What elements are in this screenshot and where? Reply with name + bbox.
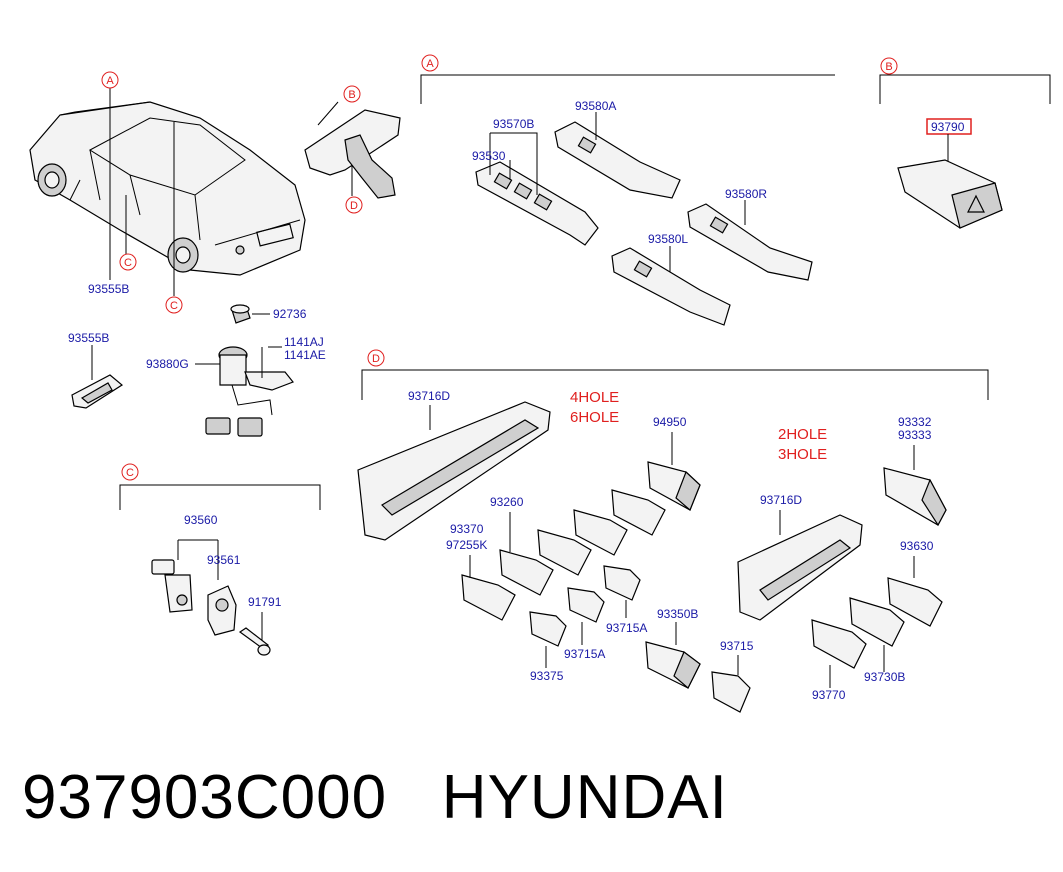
svg-text:C: C xyxy=(170,300,178,312)
label-93560: 93560 xyxy=(184,513,218,527)
caption-brand: HYUNDAI xyxy=(441,763,728,832)
parts-diagram: A B C C D 93555B 92736 93555B xyxy=(29,54,1051,713)
svg-text:A: A xyxy=(106,75,114,87)
svg-text:C: C xyxy=(124,257,132,269)
label-93770: 93770 xyxy=(812,688,846,702)
bottom-caption: 937903C000 HYUNDAI xyxy=(22,762,728,833)
panel-93716d-large xyxy=(357,401,551,541)
label-93715: 93715 xyxy=(720,639,754,653)
label-cap: 92736 xyxy=(273,307,307,321)
section-a-frame: A xyxy=(420,54,835,104)
small-switches-d xyxy=(529,565,641,668)
label-93630: 93630 xyxy=(900,539,934,553)
label-93715a-2: 93715A xyxy=(564,647,605,661)
label-97255k: 97255K xyxy=(446,538,487,552)
label-hazard: 93790 xyxy=(931,120,965,134)
callout-c2-car: C xyxy=(165,296,183,314)
svg-text:C: C xyxy=(126,467,134,479)
switch-94950 xyxy=(647,461,701,512)
section-d-frame: D xyxy=(361,349,989,400)
label-panel-93716d-2: 93716D xyxy=(760,493,802,507)
label-93570b: 93570B xyxy=(493,117,534,131)
label-car-lamp: 93555B xyxy=(88,282,129,296)
label-93375: 93375 xyxy=(530,669,564,683)
dashboard-illustration xyxy=(304,109,401,199)
switch-row-d xyxy=(461,489,666,621)
car-illustration xyxy=(29,101,306,276)
label-93332: 93332 xyxy=(898,415,932,429)
svg-text:D: D xyxy=(372,353,380,365)
switches-right-d xyxy=(811,577,943,669)
label-93260: 93260 xyxy=(490,495,524,509)
section-b-frame: B xyxy=(879,57,1051,104)
callout-b-car: B xyxy=(343,85,361,103)
panel-93716d-small xyxy=(737,510,863,621)
sensor-93880g xyxy=(195,346,294,437)
hazard-part-number-highlight xyxy=(926,118,972,135)
cap-92736 xyxy=(230,304,270,324)
label-91791: 91791 xyxy=(248,595,282,609)
label-93580r: 93580R xyxy=(725,187,767,201)
note-4hole: 4HOLE xyxy=(570,389,619,406)
door-bracket-93561 xyxy=(207,585,237,636)
hazard-switch-93790 xyxy=(897,134,1003,229)
callout-d-car: D xyxy=(345,196,363,214)
svg-text:B: B xyxy=(885,61,892,73)
label-94950: 94950 xyxy=(653,415,687,429)
switch-93332 xyxy=(883,467,947,527)
screw-91791 xyxy=(238,612,271,656)
note-2hole: 2HOLE xyxy=(778,426,827,443)
label-93370: 93370 xyxy=(450,522,484,536)
label-93350b: 93350B xyxy=(657,607,698,621)
label-panel-93716d-1: 93716D xyxy=(408,389,450,403)
label-93530: 93530 xyxy=(472,149,506,163)
callout-c1-car: C xyxy=(119,253,137,271)
switch-93715 xyxy=(711,671,751,713)
switch-93580a xyxy=(554,112,681,199)
label-93730b: 93730B xyxy=(864,670,905,684)
label-sensor: 93880G xyxy=(146,357,189,371)
svg-text:B: B xyxy=(348,89,355,101)
switch-93580r xyxy=(687,200,813,281)
note-6hole: 6HOLE xyxy=(570,409,619,426)
switch-93580l xyxy=(611,246,731,326)
label-93333: 93333 xyxy=(898,428,932,442)
label-93561: 93561 xyxy=(207,553,241,567)
lamp-93555b xyxy=(71,345,124,409)
switch-93570b xyxy=(475,132,599,246)
note-3hole: 3HOLE xyxy=(778,446,827,463)
callout-a-car: A xyxy=(101,71,119,89)
section-c-frame: C xyxy=(119,463,321,510)
svg-text:D: D xyxy=(350,200,358,212)
label-93580a: 93580A xyxy=(575,99,616,113)
label-bolt1: 1141AJ xyxy=(284,335,324,349)
label-lamp-93555b: 93555B xyxy=(68,331,109,345)
door-switch-93560 xyxy=(151,539,219,613)
label-93580l: 93580L xyxy=(648,232,688,246)
label-93715a-1: 93715A xyxy=(606,621,647,635)
svg-text:A: A xyxy=(426,58,434,70)
label-bolt2: 1141AE xyxy=(284,348,326,362)
switch-93350b xyxy=(645,641,701,689)
caption-part-number: 937903C000 xyxy=(22,763,388,832)
